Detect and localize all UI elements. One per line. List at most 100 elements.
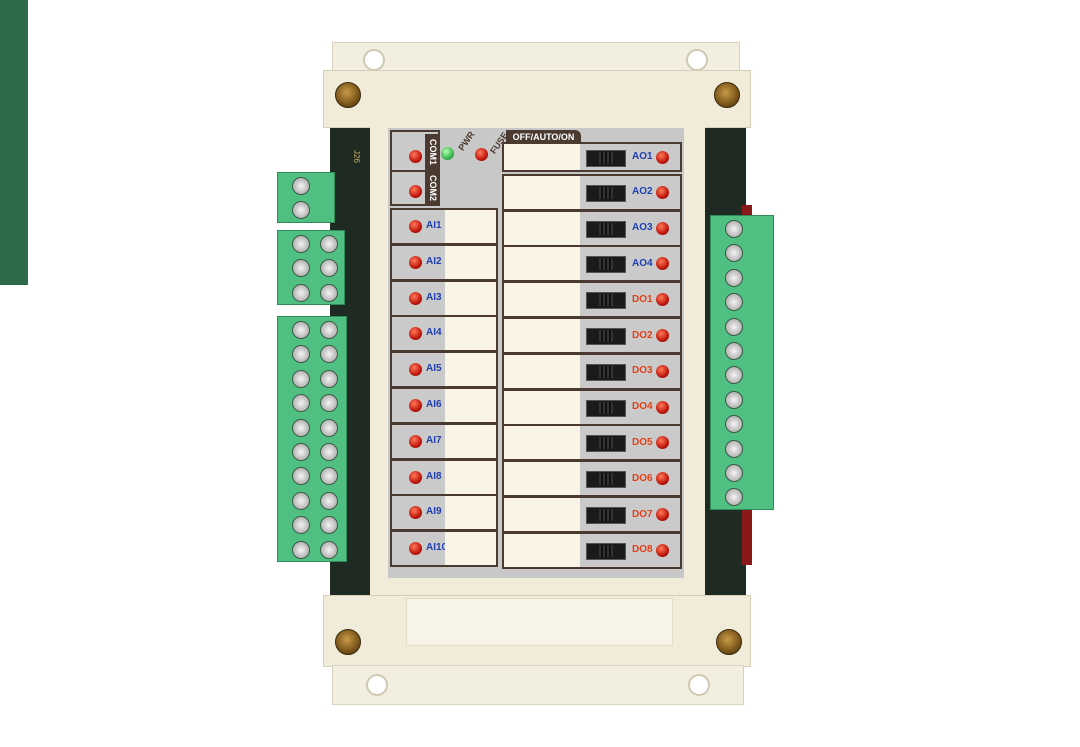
output-write-area xyxy=(504,283,580,317)
output-row: AO4 xyxy=(502,245,682,283)
com1-led xyxy=(409,150,422,163)
output-led xyxy=(656,436,669,450)
ai-write-area xyxy=(445,532,496,566)
ai-label: AI4 xyxy=(426,327,442,339)
terminal-screw xyxy=(320,394,338,413)
output-write-area xyxy=(504,498,580,531)
off-auto-on-switch[interactable] xyxy=(586,256,626,274)
output-write-area xyxy=(504,390,580,424)
off-auto-on-switch[interactable] xyxy=(586,363,626,381)
terminal-screw xyxy=(320,516,338,535)
ai-led xyxy=(409,470,422,484)
output-write-area xyxy=(504,319,580,352)
off-auto-on-switch[interactable] xyxy=(586,435,626,453)
mounting-hole xyxy=(366,674,388,696)
output-label: DO7 xyxy=(632,508,653,520)
ai-led xyxy=(409,291,422,305)
terminal-screw xyxy=(725,390,743,409)
left-terminal-block xyxy=(277,172,335,223)
output-write-area xyxy=(504,533,580,567)
output-write-area xyxy=(504,247,580,281)
pwr-led xyxy=(441,147,454,160)
off-auto-on-switch[interactable] xyxy=(586,399,626,417)
terminal-screw xyxy=(320,345,338,364)
mode-header: OFF/AUTO/ON xyxy=(506,130,581,144)
mounting-hole xyxy=(363,49,385,71)
analog-input-row: AI3 xyxy=(390,279,498,317)
off-auto-on-switch[interactable] xyxy=(586,184,626,202)
output-row: DO2 xyxy=(502,317,682,354)
terminal-screw xyxy=(725,244,743,263)
terminal-screw xyxy=(725,342,743,360)
output-led xyxy=(656,257,669,271)
output-row: AO1 xyxy=(502,142,682,172)
terminal-screw xyxy=(292,369,310,388)
case-screw xyxy=(716,629,742,655)
pwr-label: PWR xyxy=(456,129,477,153)
output-row: DO4 xyxy=(502,388,682,426)
output-write-area xyxy=(504,354,580,388)
ai-led xyxy=(409,220,422,233)
terminal-screw xyxy=(320,369,338,388)
fuse-led xyxy=(475,148,488,161)
ai-label: AI2 xyxy=(426,255,442,267)
terminal-screw xyxy=(320,321,338,339)
ai-write-area xyxy=(445,460,496,494)
left-terminal-block xyxy=(277,316,347,562)
analog-input-row: AI5 xyxy=(390,351,498,389)
mounting-hole xyxy=(688,674,710,696)
ai-led xyxy=(409,327,422,341)
ai-led xyxy=(409,434,422,448)
output-label: DO8 xyxy=(632,544,653,556)
ai-led xyxy=(409,506,422,520)
output-row: AO2 xyxy=(502,173,682,211)
terminal-screw xyxy=(320,443,338,461)
com1-box: COM1 xyxy=(390,130,440,173)
terminal-screw xyxy=(725,317,743,336)
terminal-screw xyxy=(320,467,338,486)
output-label: DO6 xyxy=(632,472,653,484)
output-write-area xyxy=(504,462,580,496)
ai-write-area xyxy=(445,353,496,387)
terminal-screw xyxy=(292,418,310,437)
terminal-screw xyxy=(725,464,743,482)
ai-label: AI7 xyxy=(426,434,442,446)
output-label: DO5 xyxy=(632,436,653,448)
analog-input-row: AI9 xyxy=(390,494,498,532)
analog-input-row: AI10 xyxy=(390,530,498,568)
output-row: DO7 xyxy=(502,496,682,533)
output-label: DO1 xyxy=(632,293,653,305)
output-label: DO3 xyxy=(632,365,653,377)
analog-input-row: AI7 xyxy=(390,422,498,460)
output-led xyxy=(656,508,669,521)
output-write-area xyxy=(504,211,580,245)
output-label: AO4 xyxy=(632,257,653,269)
bottom-mounting-bracket xyxy=(332,665,744,705)
terminal-screw xyxy=(292,177,310,195)
terminal-screw xyxy=(292,201,310,220)
off-auto-on-switch[interactable] xyxy=(586,292,626,310)
terminal-screw xyxy=(320,235,338,253)
off-auto-on-switch[interactable] xyxy=(586,149,626,167)
terminal-screw xyxy=(725,488,743,507)
off-auto-on-switch[interactable] xyxy=(586,542,626,560)
output-row: DO5 xyxy=(502,424,682,462)
off-auto-on-switch[interactable] xyxy=(586,328,626,345)
pcb-marking: J26 xyxy=(351,150,361,163)
output-led xyxy=(656,329,669,342)
analog-input-row: AI8 xyxy=(390,458,498,496)
ai-led xyxy=(409,542,422,556)
off-auto-on-switch[interactable] xyxy=(586,507,626,524)
ai-label: AI6 xyxy=(426,399,442,410)
terminal-screw xyxy=(292,443,310,461)
off-auto-on-switch[interactable] xyxy=(586,220,626,238)
case-screw xyxy=(335,82,361,108)
com2-label: COM2 xyxy=(425,172,438,204)
com1-label: COM1 xyxy=(425,134,438,170)
terminal-screw xyxy=(292,516,310,535)
output-row: AO3 xyxy=(502,209,682,247)
case-screw xyxy=(335,629,361,655)
output-label: AO2 xyxy=(632,186,653,198)
terminal-screw xyxy=(320,259,338,278)
off-auto-on-switch[interactable] xyxy=(586,471,626,489)
